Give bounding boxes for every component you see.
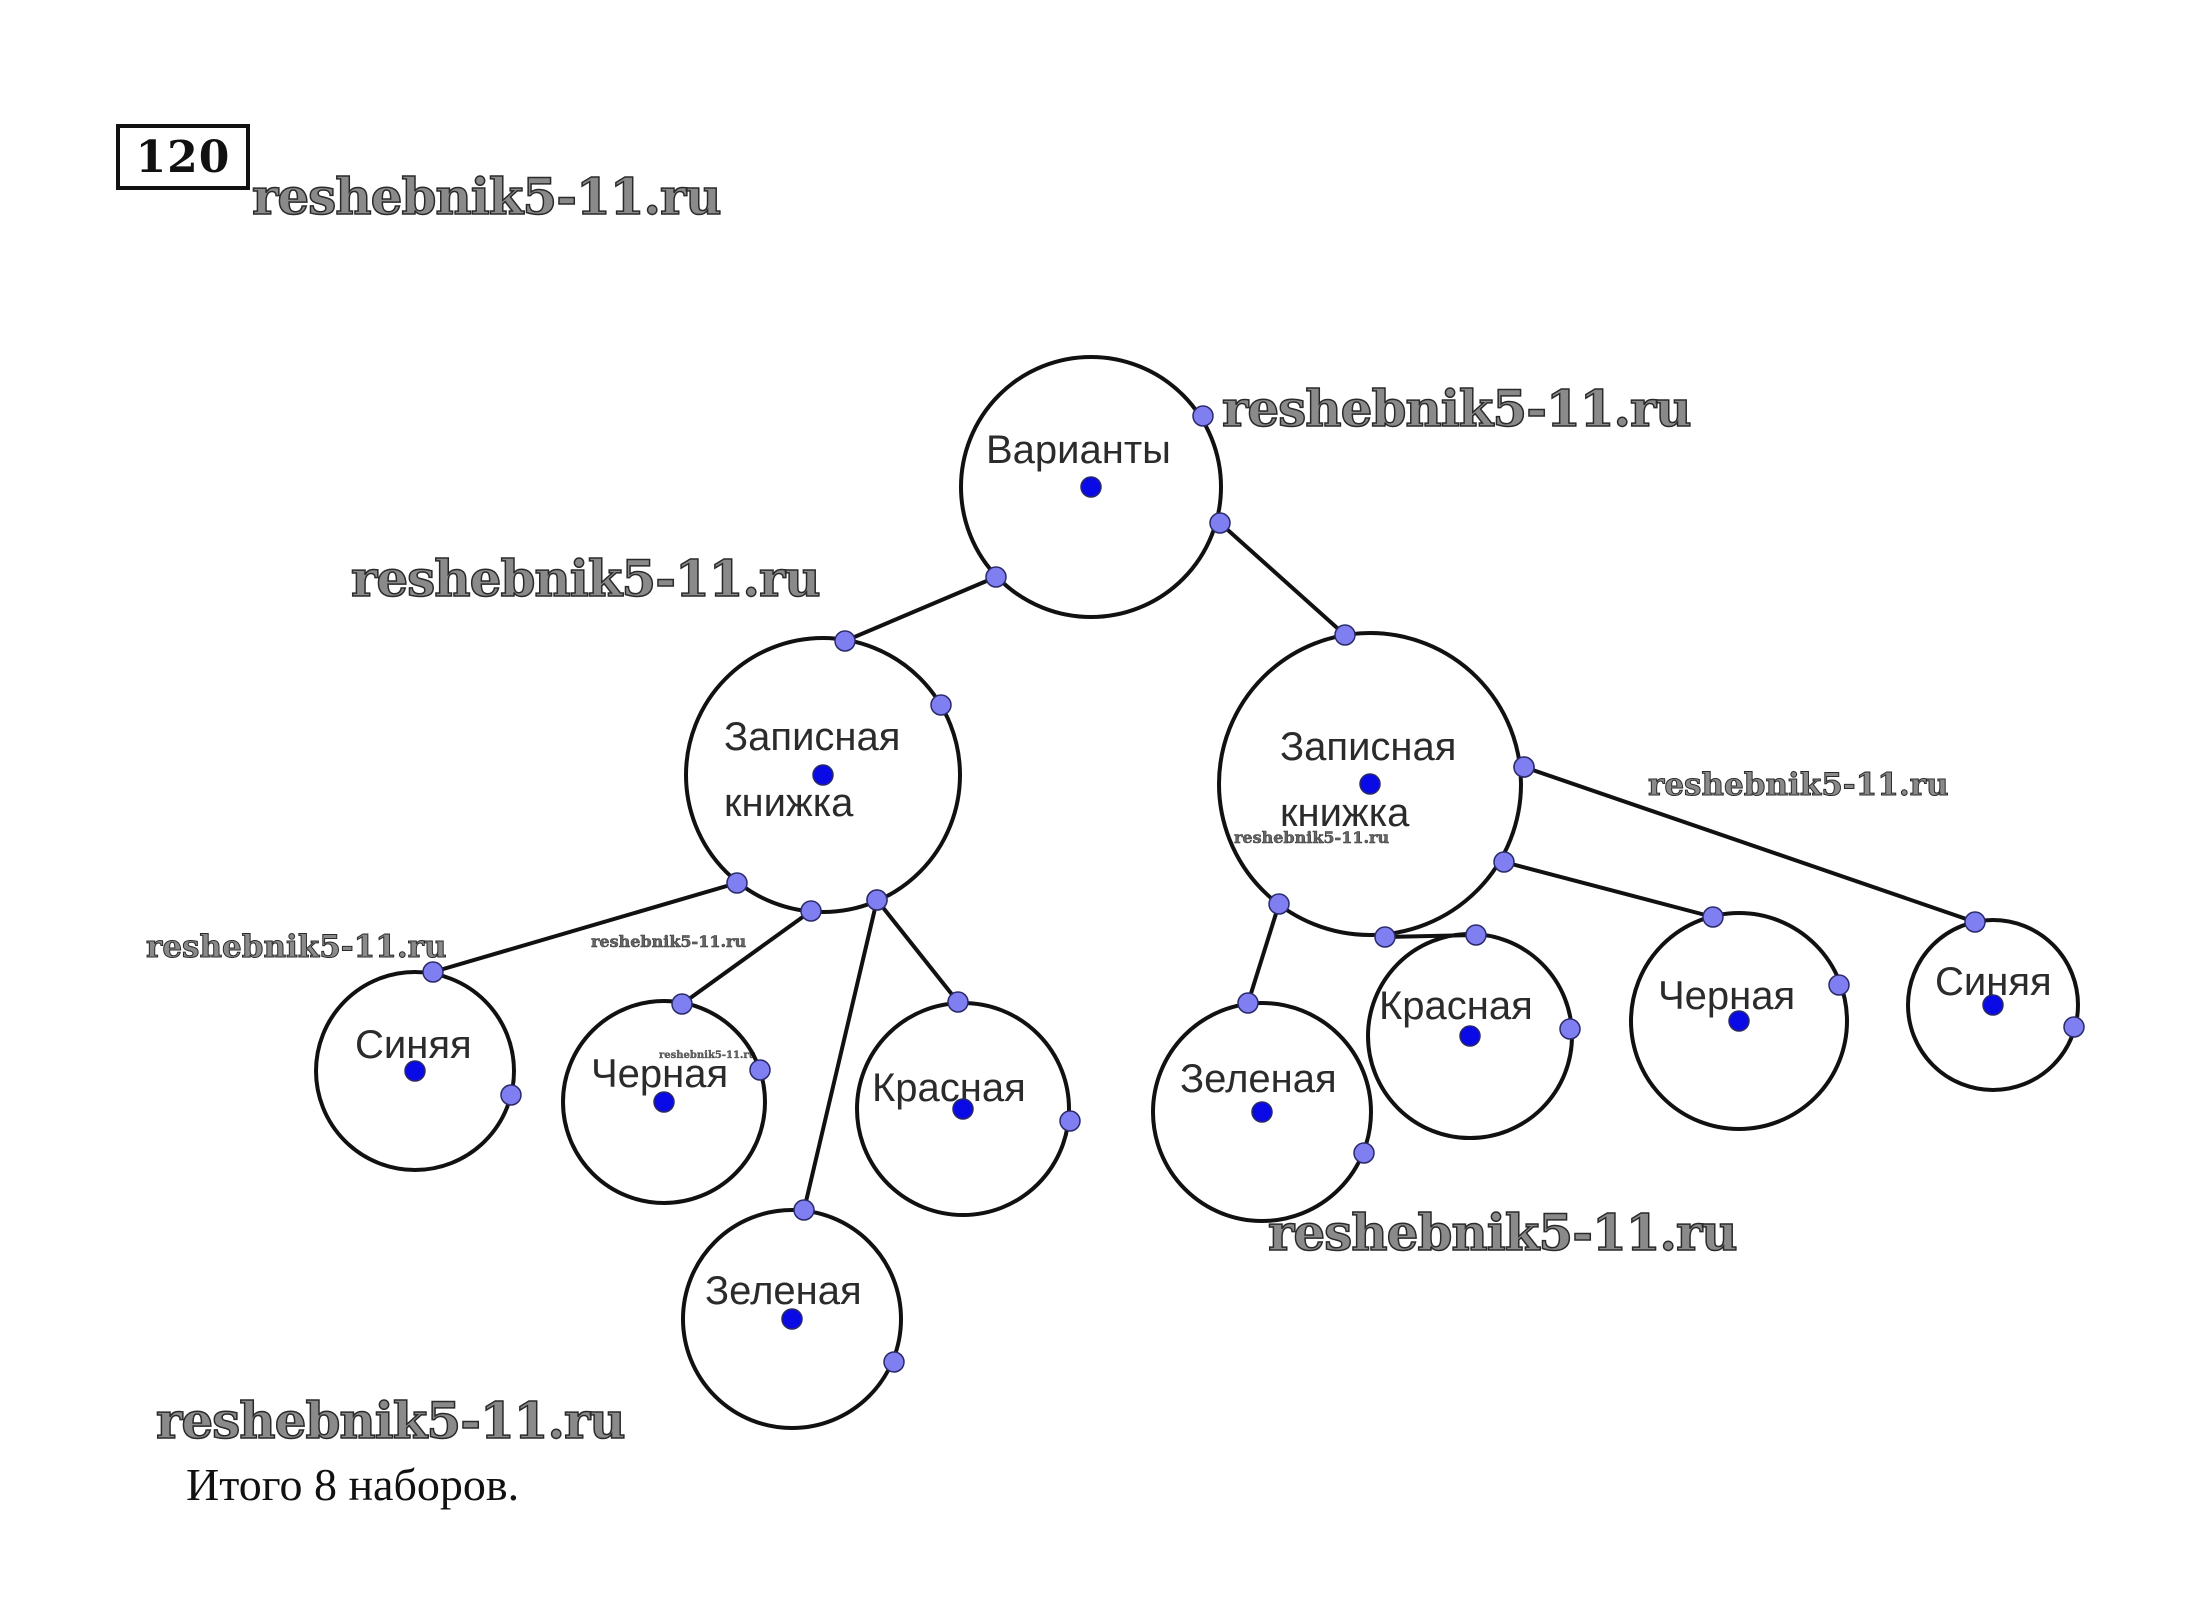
watermark: reshebnik5-11.ru (1647, 767, 1949, 803)
attach-point[interactable] (1209, 512, 1231, 534)
radius-point[interactable] (1059, 1110, 1081, 1132)
leaf-node (1151, 1001, 1373, 1223)
node-label: Красная (1379, 984, 1533, 1028)
tree-edge (432, 881, 738, 974)
tree-edge (1246, 903, 1281, 1004)
watermark: reshebnik5-11.ru (350, 549, 821, 608)
node-label: Зеленая (1180, 1057, 1337, 1101)
tree-edge (1503, 860, 1714, 919)
leaf-node (1906, 918, 2080, 1092)
leaf-node (314, 970, 516, 1172)
attach-point[interactable] (985, 566, 1007, 588)
branch-node (1217, 631, 1523, 937)
watermark: reshebnik5-11.ru (1221, 379, 1692, 438)
node-label: Зеленая (705, 1269, 862, 1313)
tree-edge (802, 899, 879, 1211)
radius-point[interactable] (2063, 1016, 2085, 1038)
center-point[interactable] (781, 1308, 803, 1330)
center-point[interactable] (1728, 1010, 1750, 1032)
problem-number-box: 120 (116, 124, 250, 190)
attach-point[interactable] (1513, 756, 1535, 778)
attach-point[interactable] (671, 993, 693, 1015)
watermark: reshebnik5-11.ru (155, 1391, 626, 1450)
tree-edge (875, 898, 960, 1004)
node-label: Синяя (355, 1023, 472, 1067)
radius-point[interactable] (930, 694, 952, 716)
center-point[interactable] (1080, 476, 1102, 498)
radius-point[interactable] (1192, 405, 1214, 427)
node-label: Записная (724, 715, 900, 759)
node-label: Варианты (986, 428, 1171, 472)
center-point[interactable] (1982, 994, 2004, 1016)
watermark: reshebnik5-11.ru (591, 932, 747, 951)
node-label: Черная (591, 1052, 728, 1096)
attach-point[interactable] (1465, 924, 1487, 946)
radius-point[interactable] (500, 1084, 522, 1106)
attach-point[interactable] (1374, 926, 1396, 948)
attach-point[interactable] (834, 630, 856, 652)
attach-point[interactable] (726, 872, 748, 894)
radius-point[interactable] (883, 1351, 905, 1373)
center-point[interactable] (404, 1060, 426, 1082)
attach-point[interactable] (422, 961, 444, 983)
attach-point[interactable] (1268, 893, 1290, 915)
attach-point[interactable] (866, 889, 888, 911)
problem-number: 120 (135, 131, 231, 183)
center-point[interactable] (653, 1091, 675, 1113)
leaf-node (681, 1208, 903, 1430)
attach-point[interactable] (1237, 992, 1259, 1014)
attach-point[interactable] (1334, 624, 1356, 646)
radius-point[interactable] (1559, 1018, 1581, 1040)
radius-point[interactable] (1828, 974, 1850, 996)
node-label: книжка (1280, 791, 1410, 835)
center-point[interactable] (1251, 1101, 1273, 1123)
radius-point[interactable] (749, 1059, 771, 1081)
tree-edge (680, 909, 813, 1006)
node-label: Записная (1280, 725, 1456, 769)
total-summary: Итого 8 наборов. (186, 1459, 520, 1510)
watermark: reshebnik5-11.ru (1234, 828, 1390, 847)
attach-point[interactable] (800, 900, 822, 922)
radius-point[interactable] (1353, 1142, 1375, 1164)
watermark: reshebnik5-11.ru (1267, 1203, 1738, 1262)
watermark: reshebnik5-11.ru (251, 167, 722, 226)
attach-point[interactable] (1702, 906, 1724, 928)
center-point[interactable] (952, 1098, 974, 1120)
node-label: книжка (724, 781, 854, 825)
node-label: Красная (872, 1066, 1026, 1110)
watermark: reshebnik5-11.ru (659, 1050, 756, 1061)
tree-edge (1218, 521, 1347, 637)
leaf-node (1629, 911, 1849, 1131)
watermark: reshebnik5-11.ru (145, 929, 447, 965)
attach-point[interactable] (947, 991, 969, 1013)
root-node (959, 355, 1223, 619)
tree-edge (844, 575, 997, 643)
center-point[interactable] (1459, 1025, 1481, 1047)
center-point[interactable] (1359, 773, 1381, 795)
attach-point[interactable] (793, 1199, 815, 1221)
tree-edge (1523, 765, 1976, 924)
attach-point[interactable] (1964, 911, 1986, 933)
center-point[interactable] (812, 764, 834, 786)
node-label: Черная (1658, 974, 1795, 1018)
attach-point[interactable] (1493, 851, 1515, 873)
leaf-node (561, 999, 767, 1205)
branch-node (684, 636, 962, 914)
